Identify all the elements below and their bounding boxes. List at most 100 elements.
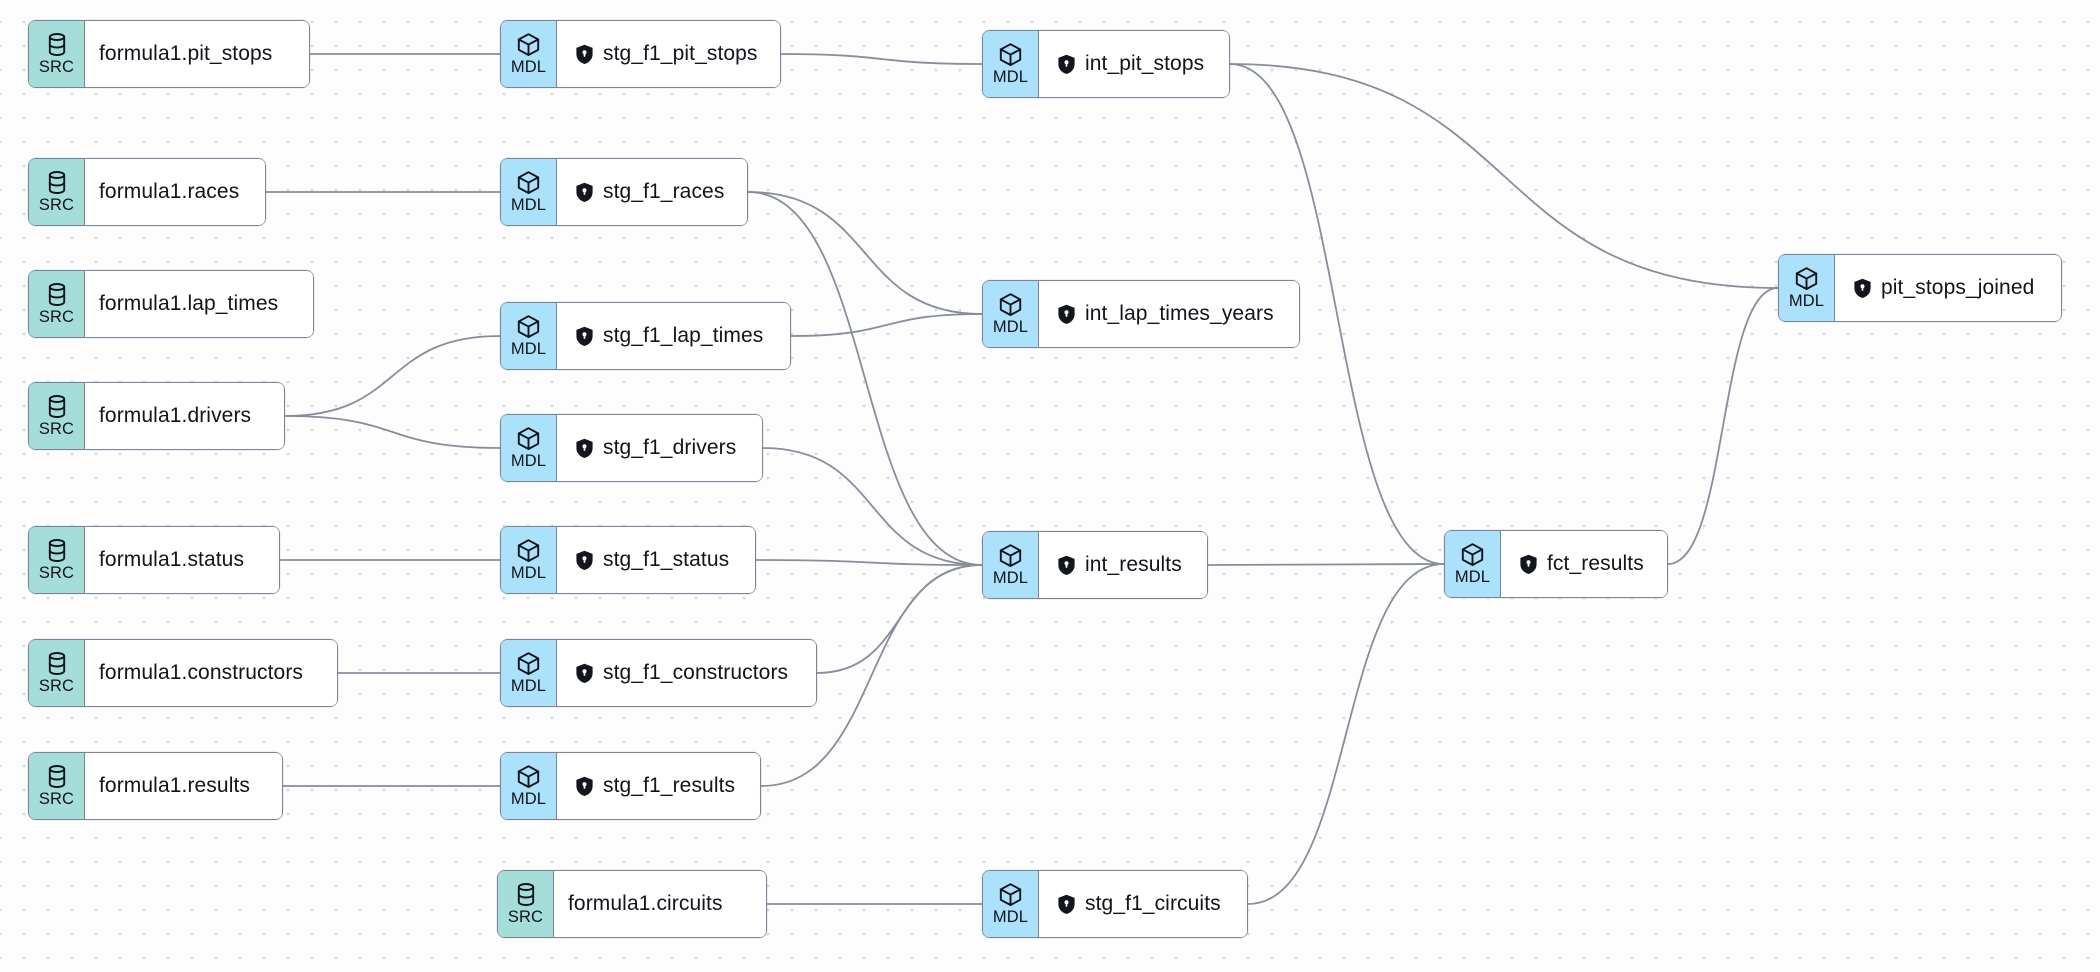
cube-icon [998, 292, 1023, 318]
lineage-node-stg_drivers[interactable]: MDL stg_f1_drivers [500, 414, 763, 482]
database-icon [45, 394, 69, 420]
node-type-badge-src_circuits: SRC [498, 871, 554, 937]
lineage-node-src_results[interactable]: SRC formula1.results [28, 752, 283, 820]
cube-icon [998, 882, 1023, 908]
node-type-label: MDL [510, 196, 547, 214]
node-body: int_results [1039, 532, 1207, 598]
lineage-node-stg_circuits[interactable]: MDL stg_f1_circuits [982, 870, 1248, 938]
lineage-node-stg_status[interactable]: MDL stg_f1_status [500, 526, 756, 594]
lineage-node-src_circuits[interactable]: SRC formula1.circuits [497, 870, 767, 938]
lineage-node-int_lap_times_years[interactable]: MDL int_lap_times_years [982, 280, 1300, 348]
shield-lock-icon [1057, 54, 1076, 75]
edge-stg_constructors-to-int_results [816, 564, 983, 674]
edge-stg_lap_times-to-int_lap_times_years [790, 313, 983, 337]
cube-icon [1460, 542, 1485, 568]
node-type-badge-int_lap_times_years: MDL [983, 281, 1039, 347]
node-type-label: SRC [38, 196, 75, 214]
node-label: stg_f1_circuits [1085, 892, 1221, 915]
lineage-node-stg_races[interactable]: MDL stg_f1_races [500, 158, 748, 226]
node-body: stg_f1_results [557, 753, 760, 819]
node-body: formula1.constructors [85, 640, 337, 706]
node-label: stg_f1_lap_times [603, 324, 764, 347]
node-label: formula1.circuits [568, 892, 723, 915]
lineage-node-stg_results[interactable]: MDL stg_f1_results [500, 752, 761, 820]
database-icon [45, 170, 69, 196]
node-body: formula1.status [85, 527, 279, 593]
node-label: stg_f1_races [603, 180, 725, 203]
node-label: formula1.lap_times [99, 292, 279, 315]
node-type-badge-src_results: SRC [29, 753, 85, 819]
lineage-node-stg_lap_times[interactable]: MDL stg_f1_lap_times [500, 302, 791, 370]
shield-lock-icon [1057, 894, 1076, 915]
node-label: stg_f1_constructors [603, 661, 789, 684]
node-label: stg_f1_status [603, 548, 730, 571]
node-body: int_lap_times_years [1039, 281, 1299, 347]
edge-stg_drivers-to-int_results [762, 447, 983, 566]
node-label: stg_f1_results [603, 774, 736, 797]
node-type-label: MDL [510, 677, 547, 695]
shield-lock-icon [1057, 304, 1076, 325]
cube-icon [516, 651, 541, 677]
node-type-label: MDL [510, 790, 547, 808]
shield-lock-icon [1519, 554, 1538, 575]
node-type-badge-src_drivers: SRC [29, 383, 85, 449]
lineage-node-stg_constructors[interactable]: MDL stg_f1_constructors [500, 639, 817, 707]
node-type-badge-stg_races: MDL [501, 159, 557, 225]
node-label: int_lap_times_years [1085, 302, 1274, 325]
lineage-node-src_pit_stops[interactable]: SRC formula1.pit_stops [28, 20, 310, 88]
cube-icon [516, 764, 541, 790]
lineage-node-fct_results[interactable]: MDL fct_results [1444, 530, 1668, 598]
lineage-node-src_lap_times[interactable]: SRC formula1.lap_times [28, 270, 314, 338]
node-label: fct_results [1547, 552, 1644, 575]
node-body: stg_f1_circuits [1039, 871, 1247, 937]
shield-lock-icon [575, 663, 594, 684]
database-icon [45, 538, 69, 564]
shield-lock-icon [575, 182, 594, 203]
node-type-label: MDL [1788, 292, 1825, 310]
lineage-node-src_drivers[interactable]: SRC formula1.drivers [28, 382, 285, 450]
node-body: formula1.pit_stops [85, 21, 309, 87]
lineage-node-pit_stops_joined[interactable]: MDL pit_stops_joined [1778, 254, 2062, 322]
node-label: pit_stops_joined [1881, 276, 2035, 299]
database-icon [45, 32, 69, 58]
node-body: pit_stops_joined [1835, 255, 2061, 321]
node-label: formula1.pit_stops [99, 42, 273, 65]
cube-icon [516, 426, 541, 452]
lineage-node-stg_pit_stops[interactable]: MDL stg_f1_pit_stops [500, 20, 781, 88]
node-body: stg_f1_races [557, 159, 747, 225]
database-icon [45, 651, 69, 677]
node-label: int_results [1085, 553, 1182, 576]
node-type-badge-stg_pit_stops: MDL [501, 21, 557, 87]
node-body: stg_f1_drivers [557, 415, 762, 481]
node-type-label: SRC [38, 308, 75, 326]
lineage-node-int_results[interactable]: MDL int_results [982, 531, 1208, 599]
lineage-node-src_constructors[interactable]: SRC formula1.constructors [28, 639, 338, 707]
node-body: stg_f1_status [557, 527, 755, 593]
edge-stg_status-to-int_results [755, 559, 983, 566]
node-type-badge-fct_results: MDL [1445, 531, 1501, 597]
node-type-badge-src_pit_stops: SRC [29, 21, 85, 87]
node-type-badge-int_results: MDL [983, 532, 1039, 598]
shield-lock-icon [575, 44, 594, 65]
node-type-label: SRC [38, 564, 75, 582]
lineage-node-int_pit_stops[interactable]: MDL int_pit_stops [982, 30, 1230, 98]
node-type-badge-src_status: SRC [29, 527, 85, 593]
node-type-label: MDL [1454, 568, 1491, 586]
lineage-node-src_races[interactable]: SRC formula1.races [28, 158, 266, 226]
node-type-label: MDL [510, 452, 547, 470]
node-type-badge-src_constructors: SRC [29, 640, 85, 706]
node-type-badge-stg_lap_times: MDL [501, 303, 557, 369]
node-body: fct_results [1501, 531, 1667, 597]
lineage-node-src_status[interactable]: SRC formula1.status [28, 526, 280, 594]
shield-lock-icon [575, 438, 594, 459]
node-body: formula1.circuits [554, 871, 766, 937]
cube-icon [998, 42, 1023, 68]
shield-lock-icon [1853, 278, 1872, 299]
node-type-badge-stg_results: MDL [501, 753, 557, 819]
edge-int_pit_stops-to-pit_stops_joined [1229, 63, 1779, 289]
edge-stg_races-to-int_results [747, 191, 983, 566]
node-body: stg_f1_pit_stops [557, 21, 780, 87]
node-type-badge-src_races: SRC [29, 159, 85, 225]
